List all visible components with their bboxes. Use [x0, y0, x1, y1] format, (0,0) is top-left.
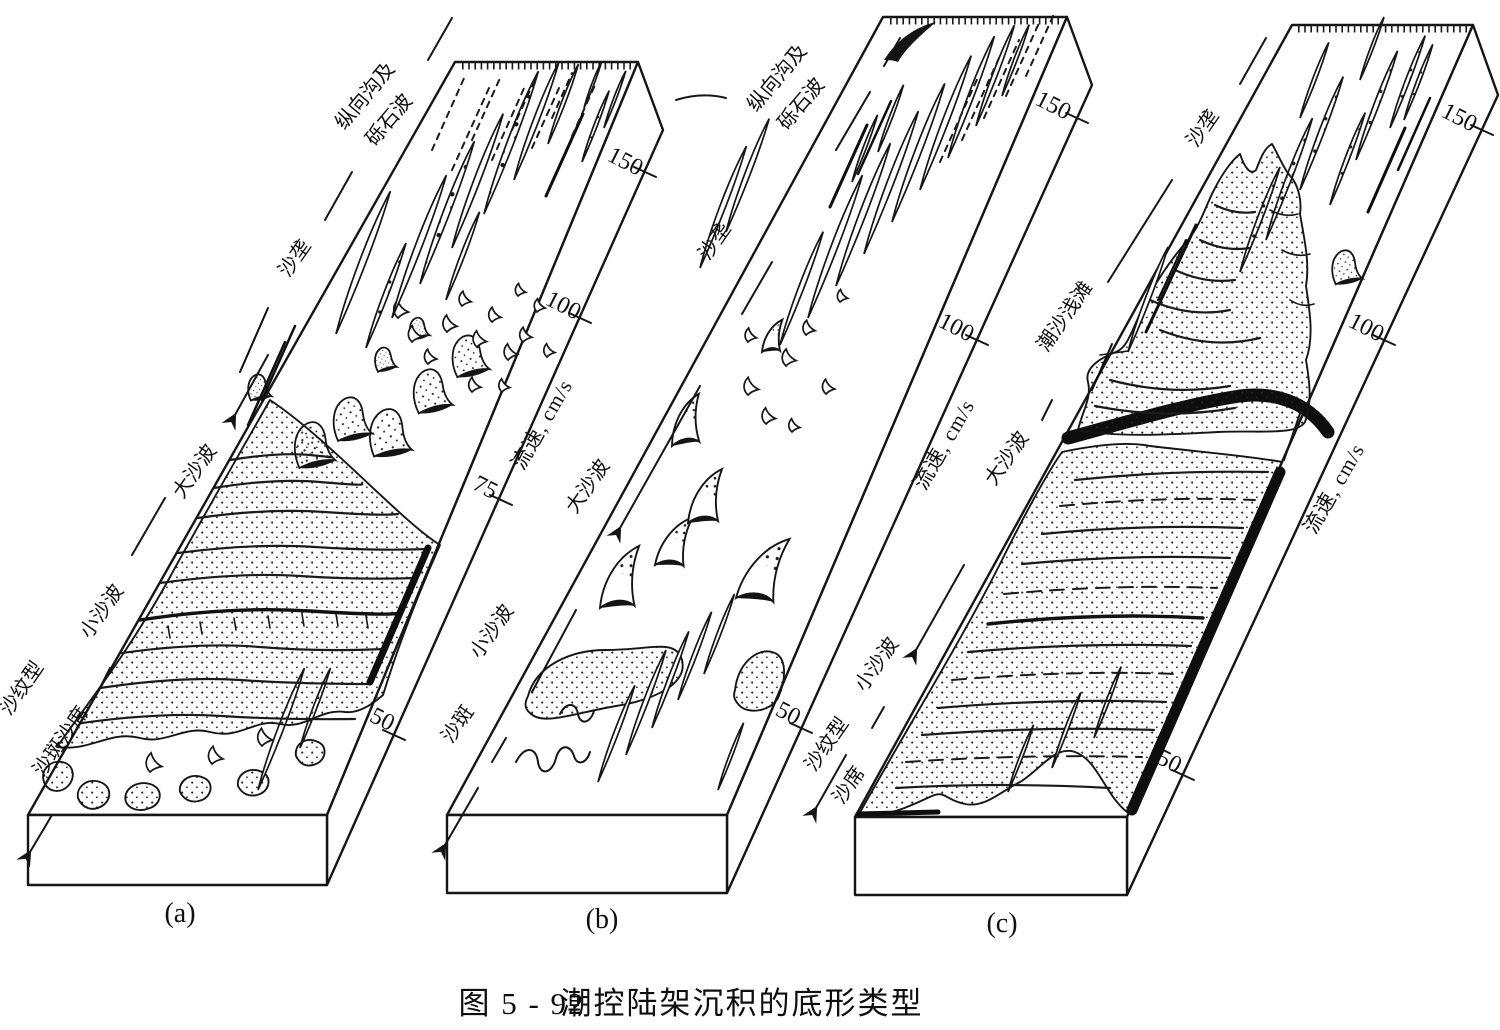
- zone-label-sand-patch-b: 沙斑: [437, 701, 479, 747]
- caption-title: 潮控陆架沉积的底形类型: [561, 986, 924, 1021]
- zone-label-ripple-type-c: 沙纹型: [800, 713, 853, 775]
- figure-caption: 图 5 - 92 潮控陆架沉积的底形类型: [458, 986, 924, 1021]
- panel-c-front-face: [853, 815, 1129, 897]
- panel-b-striations: [939, 13, 1055, 163]
- zone-label-sand-ridges-c: 沙垄: [1182, 105, 1224, 151]
- zone-label-tidal-shoal-c: 潮沙浅滩: [1032, 277, 1097, 356]
- panel-c-edge-shadow: [1126, 466, 1286, 816]
- zone-label-small-sand-waves-c: 小沙波: [850, 633, 903, 695]
- panel-a-leader-lines: [16, 17, 453, 868]
- panel-c: 沙纹型 沙席 小沙波 大沙波 潮沙浅滩 沙垄 50 100 150 流速, cm…: [800, 16, 1500, 939]
- panel-b-leader-lines: [431, 37, 901, 861]
- zone-label-sand-ridges-a: 沙垄: [274, 235, 316, 281]
- zone-label-small-sand-waves-a: 小沙波: [75, 580, 128, 642]
- panel-c-sand-ridges: [1238, 16, 1434, 274]
- zone-label-large-sand-waves-c: 大沙波: [980, 427, 1033, 489]
- panel-b-sublabel: (b): [586, 904, 619, 935]
- panel-a-sublabel: (a): [164, 898, 195, 929]
- panel-b-sand-ridges: [698, 22, 1030, 347]
- panel-a-sand-sheet: [56, 399, 441, 749]
- panel-a-striations: [431, 72, 596, 171]
- panel-b-axis-ticks: [789, 112, 1089, 734]
- panel-c-axis-ticks: [1171, 124, 1494, 781]
- panel-a-axis-ticks: [382, 166, 657, 741]
- stray-mark: [675, 94, 727, 101]
- panel-c-leader-lines: [802, 37, 1267, 824]
- zone-label-small-sand-waves-b: 小沙波: [465, 600, 518, 662]
- zone-label-ripple-type-a: 沙纹型: [0, 657, 48, 719]
- panel-b-sand-patches: [515, 593, 785, 791]
- caption-number: 图 5 - 92: [458, 986, 585, 1021]
- panel-a-sand-patches: [42, 666, 332, 811]
- panel-a-edge-shadow: [366, 544, 432, 686]
- sand-sheet-outline: [56, 399, 441, 749]
- panel-c-sublabel: (c): [986, 908, 1017, 939]
- sheet-tick-dashes: [167, 613, 369, 639]
- panel-c-sand-sheet: [857, 443, 1283, 817]
- panel-a-front-face: [26, 813, 329, 887]
- panel-a: 沙纹型 沙斑沙席 小沙波 大沙波 沙垄 纵向沟及 砾石波 50 75 100 1…: [0, 17, 727, 929]
- panel-c-mid-slivers: [1091, 223, 1198, 391]
- panel-c-tidal-shoal: [1077, 143, 1315, 436]
- panel-b-front-face: [445, 813, 729, 895]
- panel-a-sand-ridges: [239, 61, 627, 427]
- panel-c-fold-shadow: [855, 809, 941, 817]
- zone-label-large-sand-waves-b: 大沙波: [561, 455, 614, 517]
